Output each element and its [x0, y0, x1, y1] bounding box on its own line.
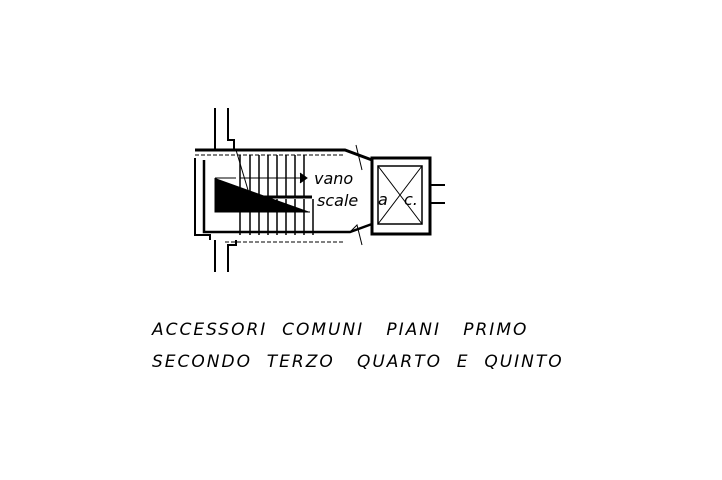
stair-label-vano: vano	[314, 169, 353, 188]
walls	[194, 108, 445, 272]
stair-label-scale: scale	[317, 191, 358, 210]
caption-line-1: ACCESSORI COMUNI PIANI PRIMO	[152, 320, 529, 340]
caption-line-2: SECONDO TERZO QUARTO E QUINTO	[152, 352, 564, 372]
lift-label-a: a	[378, 190, 388, 209]
lift-label-c: c.	[404, 190, 418, 209]
stair-treads	[214, 149, 314, 235]
